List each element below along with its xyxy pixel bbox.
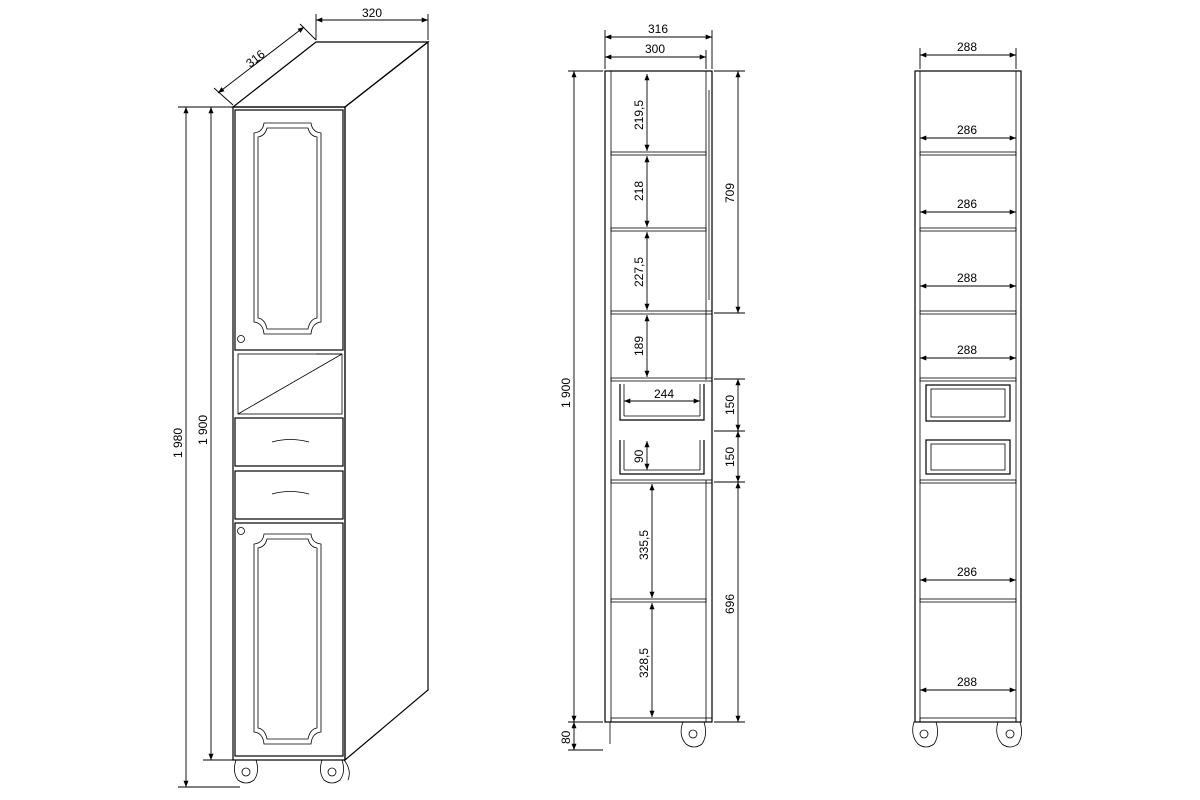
side-drawer-width-label: 244 [654, 387, 674, 401]
side-drawer-box-2 [619, 440, 705, 475]
lower-door [234, 522, 344, 757]
side-shelf [610, 227, 707, 232]
iso-width-label: 320 [362, 6, 382, 20]
side-shelf [610, 377, 713, 382]
iso-legs [234, 759, 350, 784]
upper-door-knob [237, 335, 245, 343]
side-shelf-6-label: 328,5 [637, 648, 651, 678]
front-top-width-label: 288 [957, 40, 977, 54]
side-shelf [610, 598, 707, 603]
front-shelf-1-width: 286 [957, 123, 977, 137]
front-shelf [919, 227, 1017, 232]
side-shelf [610, 310, 713, 315]
open-niche [237, 353, 343, 415]
front-shelf [919, 598, 1017, 603]
side-leg-label: 80 [559, 730, 573, 744]
front-legs [912, 721, 1022, 748]
front-shelf [919, 479, 1017, 484]
side-shelf-3-label: 227,5 [632, 257, 646, 287]
lower-door-panel [253, 533, 322, 745]
side-drawer-1-label: 150 [723, 395, 737, 415]
lower-door-panel-inner [257, 538, 318, 740]
drawer-lower [234, 470, 344, 520]
iso-total-height-label: 1 980 [171, 428, 185, 458]
front-section-view: 288 286 286 288 288 286 288 [912, 40, 1022, 748]
side-shelf-2-label: 218 [632, 181, 646, 201]
front-shelf-5-width: 286 [957, 565, 977, 579]
iso-depth-label: 316 [243, 47, 268, 71]
front-bottom [919, 717, 1017, 723]
front-shelf-6-width: 288 [957, 675, 977, 689]
side-depth-outer-label: 316 [648, 22, 668, 36]
upper-door-panel-inner [257, 127, 318, 330]
side-lower-section-label: 696 [723, 594, 737, 614]
side-shelf [610, 151, 707, 156]
cabinet-front [232, 106, 346, 761]
front-shelf-2-width: 286 [957, 197, 977, 211]
side-bottom [610, 717, 713, 723]
front-shelf [919, 151, 1017, 156]
iso-depth-dim-line [217, 26, 305, 94]
iso-body-height-label: 1 900 [196, 415, 210, 445]
side-depth-inner-label: 300 [645, 42, 665, 56]
side-shelf-5-label: 335,5 [637, 530, 651, 560]
side-drawer-2-label: 150 [723, 447, 737, 467]
side-drawer-height-label: 90 [632, 449, 646, 463]
side-shelf-4-label: 189 [632, 336, 646, 356]
side-legs [609, 721, 706, 748]
cabinet-side-face [344, 40, 429, 762]
side-upper-section-label: 709 [723, 183, 737, 203]
side-section-view: 316 300 1 900 80 219,5 218 227,5 189 244… [559, 22, 745, 751]
front-drawer-1 [925, 384, 1011, 422]
front-shelf [919, 310, 1017, 315]
side-drawer-box-1 [619, 384, 705, 421]
drawer-upper [234, 417, 344, 467]
front-shelf-4-width: 288 [957, 343, 977, 357]
side-shelf [610, 479, 713, 484]
side-shelf-1-label: 219,5 [632, 100, 646, 130]
front-drawer-2 [925, 439, 1011, 475]
front-shelf-3-width: 288 [957, 271, 977, 285]
lower-door-knob [237, 527, 245, 535]
drawer-lower-handle [271, 491, 310, 495]
isometric-view: 320 316 1 980 1 900 [171, 6, 430, 788]
side-height-label: 1 900 [559, 378, 573, 408]
drawer-upper-handle [271, 439, 310, 443]
upper-door [234, 109, 344, 351]
front-shelf [919, 377, 1017, 382]
upper-door-panel [253, 122, 322, 335]
